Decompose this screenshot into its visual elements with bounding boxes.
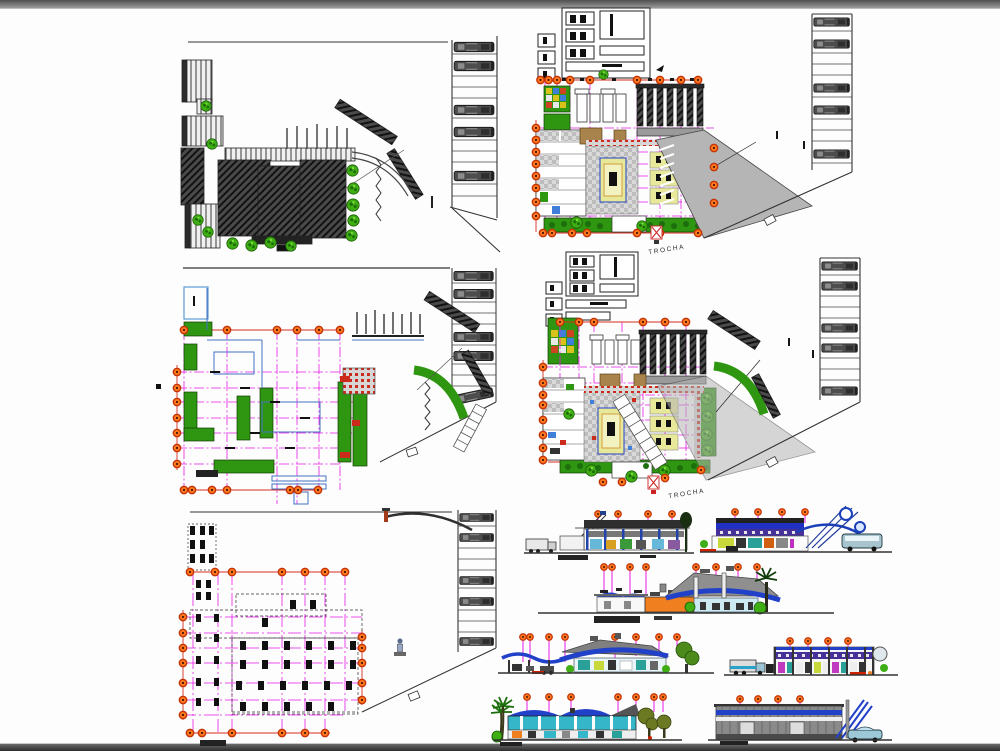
elevation-7 bbox=[708, 695, 892, 745]
access-road bbox=[413, 290, 494, 453]
mosaic-patio bbox=[543, 85, 571, 113]
elevation-4 bbox=[498, 633, 714, 675]
dim-ticks bbox=[562, 78, 805, 149]
roof-hatch-bars bbox=[635, 83, 705, 137]
elevation-1 bbox=[524, 510, 694, 560]
entry-cross bbox=[647, 475, 660, 494]
title-mark bbox=[200, 740, 226, 746]
panel-site-plan-lower: TROCHA bbox=[538, 251, 861, 501]
dim-ticks bbox=[788, 338, 814, 358]
access-road bbox=[334, 98, 433, 222]
elevation-5 bbox=[724, 637, 898, 676]
boundary-parking bbox=[703, 13, 853, 239]
elevation-6 bbox=[491, 693, 682, 746]
boundary-parking bbox=[707, 257, 861, 481]
car-icon bbox=[847, 726, 883, 743]
panel-foundation-plan bbox=[178, 508, 512, 746]
panel-floor-plan bbox=[156, 267, 497, 505]
central-roof-cluster bbox=[217, 147, 356, 252]
road-label-lower: TROCHA bbox=[668, 488, 706, 501]
gridlines bbox=[183, 572, 362, 733]
road-wedge bbox=[655, 129, 813, 239]
foundation-dashed-outlines bbox=[189, 593, 363, 715]
mini-structure bbox=[187, 523, 217, 571]
blue-annex-outline bbox=[183, 286, 209, 320]
vegetation bbox=[183, 321, 368, 474]
road-wedge bbox=[657, 359, 816, 481]
diagonal-stalls bbox=[612, 393, 668, 471]
boundary bbox=[188, 36, 501, 253]
north-arrow-icon bbox=[656, 65, 664, 72]
chimney-row bbox=[574, 88, 627, 123]
top-frame-bar bbox=[0, 0, 1000, 9]
entry-cross bbox=[650, 225, 663, 244]
parking-rows bbox=[452, 41, 497, 197]
legend-table bbox=[545, 251, 639, 327]
cyan-wall bbox=[507, 715, 637, 731]
bus-icon bbox=[841, 533, 883, 552]
statue-icon bbox=[394, 638, 406, 656]
interior-walls bbox=[156, 288, 376, 477]
tree-silhouette bbox=[680, 512, 692, 528]
tree-icon bbox=[675, 641, 700, 673]
elevation-2 bbox=[700, 505, 892, 553]
parking-rows bbox=[361, 510, 497, 713]
access-road bbox=[707, 310, 781, 419]
palm-icon bbox=[754, 567, 778, 612]
legend-table bbox=[537, 7, 651, 82]
palm-icon bbox=[492, 696, 515, 741]
roof-hatch-bars bbox=[638, 329, 708, 385]
service-rooms bbox=[535, 129, 587, 217]
mosaic-patio bbox=[547, 317, 579, 365]
elevation-3 bbox=[538, 563, 834, 623]
truck-icon bbox=[525, 538, 557, 553]
canopy-posts bbox=[352, 310, 424, 341]
olive-trees bbox=[637, 707, 672, 738]
roof-posts bbox=[286, 124, 348, 149]
panel-elevations bbox=[491, 505, 898, 746]
service-rooms bbox=[542, 377, 586, 461]
panel-roof-plan bbox=[180, 36, 501, 253]
road-swoosh bbox=[382, 508, 473, 532]
panel-site-plan-upper: TROCHA bbox=[531, 7, 853, 257]
truck-icon bbox=[729, 659, 766, 676]
chimney-row bbox=[589, 334, 641, 365]
road-label-upper: TROCHA bbox=[648, 244, 686, 257]
footings bbox=[196, 580, 356, 711]
